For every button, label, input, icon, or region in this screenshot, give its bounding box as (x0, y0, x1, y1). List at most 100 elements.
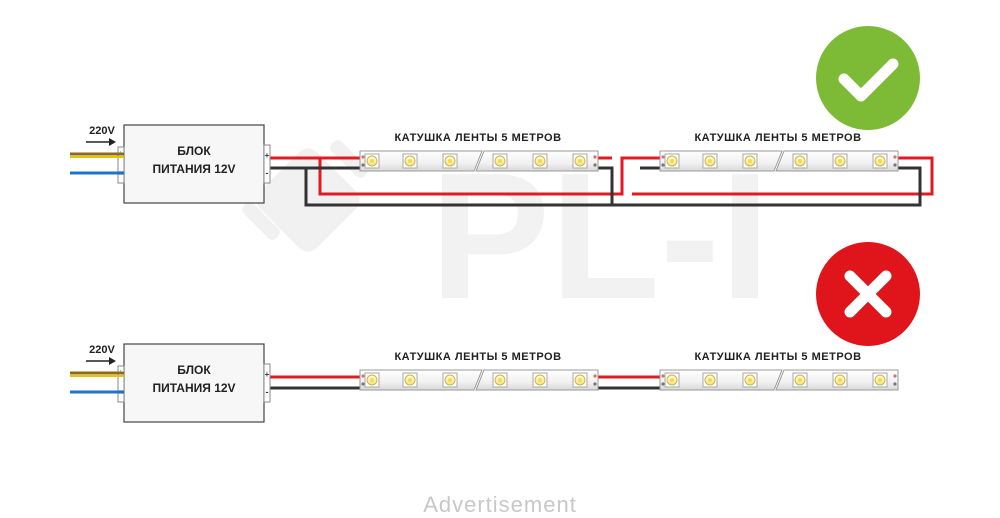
arrow-head-icon (109, 357, 116, 365)
led-core (838, 159, 842, 163)
led-strip-reel: КАТУШКА ЛЕНТЫ 5 МЕТРОВ (659, 132, 899, 172)
wrong-badge (816, 242, 920, 346)
led-chip (402, 372, 418, 388)
diagram-correct-wires (270, 156, 934, 207)
led-chip (492, 372, 508, 388)
power-supply-label-line2: ПИТАНИЯ 12V (152, 381, 235, 395)
led-chip (872, 372, 888, 388)
solder-pad (593, 374, 597, 378)
led-core (408, 378, 412, 382)
led-core (408, 159, 412, 163)
solder-pad (661, 155, 665, 159)
solder-pad (893, 374, 897, 378)
led-core (878, 159, 882, 163)
led-core (748, 378, 752, 382)
led-chip (492, 153, 508, 169)
strip-segment-right (475, 369, 599, 391)
led-chip (742, 372, 758, 388)
power-supply-label-line2: ПИТАНИЯ 12V (152, 162, 235, 176)
strip-segment-left (659, 369, 783, 391)
negative-feed-wire (598, 166, 614, 205)
solder-pad (661, 163, 665, 167)
led-chip (664, 372, 680, 388)
led-core (578, 159, 582, 163)
strip-segment-left (359, 150, 483, 172)
output-terminal (263, 363, 271, 403)
led-chip (664, 153, 680, 169)
led-chip (872, 153, 888, 169)
led-core (538, 159, 542, 163)
positive-feed-wire (632, 156, 934, 196)
solder-pad (361, 163, 365, 167)
led-chip (792, 153, 808, 169)
strip-segment-left (659, 150, 783, 172)
solder-pad (361, 374, 365, 378)
strip-segment-left (359, 369, 483, 391)
led-core (670, 159, 674, 163)
plus-terminal-mark: + (265, 151, 270, 160)
badge-circle (816, 26, 920, 130)
led-chip (572, 372, 588, 388)
solder-pad (361, 382, 365, 386)
strip-segment-right (475, 150, 599, 172)
output-terminal (263, 144, 271, 184)
input-voltage-label: 220V (89, 344, 115, 356)
mains-input: 220V (70, 125, 124, 175)
led-chip (572, 153, 588, 169)
solder-pad (593, 163, 597, 167)
led-core (838, 378, 842, 382)
power-supply-label-line1: БЛОК (177, 363, 211, 377)
minus-terminal-mark: - (266, 387, 269, 397)
arrow-head-icon (109, 138, 116, 146)
led-chip (792, 372, 808, 388)
led-chip (702, 372, 718, 388)
led-core (370, 378, 374, 382)
reel-label: КАТУШКА ЛЕНТЫ 5 МЕТРОВ (394, 132, 561, 144)
led-core (878, 378, 882, 382)
solder-pad (661, 374, 665, 378)
led-core (748, 159, 752, 163)
diagram-wrong-wires (270, 375, 660, 390)
correct-badge (816, 26, 920, 130)
strip-segment-right (775, 150, 899, 172)
input-voltage-label: 220V (89, 125, 115, 137)
positive-feed-wire (318, 156, 660, 196)
reel-label: КАТУШКА ЛЕНТЫ 5 МЕТРОВ (694, 132, 861, 144)
led-chip (402, 153, 418, 169)
led-chip (532, 153, 548, 169)
reel-label: КАТУШКА ЛЕНТЫ 5 МЕТРОВ (394, 351, 561, 363)
led-core (370, 159, 374, 163)
solder-pad (893, 163, 897, 167)
led-strip-reel: КАТУШКА ЛЕНТЫ 5 МЕТРОВ (359, 351, 599, 391)
led-chip (702, 153, 718, 169)
input-terminal (117, 365, 125, 403)
led-core (448, 159, 452, 163)
solder-pad (361, 155, 365, 159)
plus-terminal-mark: + (265, 370, 270, 379)
led-core (538, 378, 542, 382)
led-chip (442, 153, 458, 169)
cross-icon (844, 270, 892, 318)
led-chip (742, 153, 758, 169)
led-chip (832, 372, 848, 388)
led-chip (364, 372, 380, 388)
led-core (798, 159, 802, 163)
led-chip (832, 153, 848, 169)
led-core (448, 378, 452, 382)
footer-text: Advertisement (423, 492, 577, 517)
wires (270, 156, 934, 390)
led-core (578, 378, 582, 382)
minus-terminal-mark: - (266, 168, 269, 178)
reel-label: КАТУШКА ЛЕНТЫ 5 МЕТРОВ (694, 351, 861, 363)
led-chip (364, 153, 380, 169)
led-core (798, 378, 802, 382)
solder-pad (893, 382, 897, 386)
led-core (708, 159, 712, 163)
input-terminal (117, 146, 125, 184)
cross-stroke (844, 270, 892, 318)
